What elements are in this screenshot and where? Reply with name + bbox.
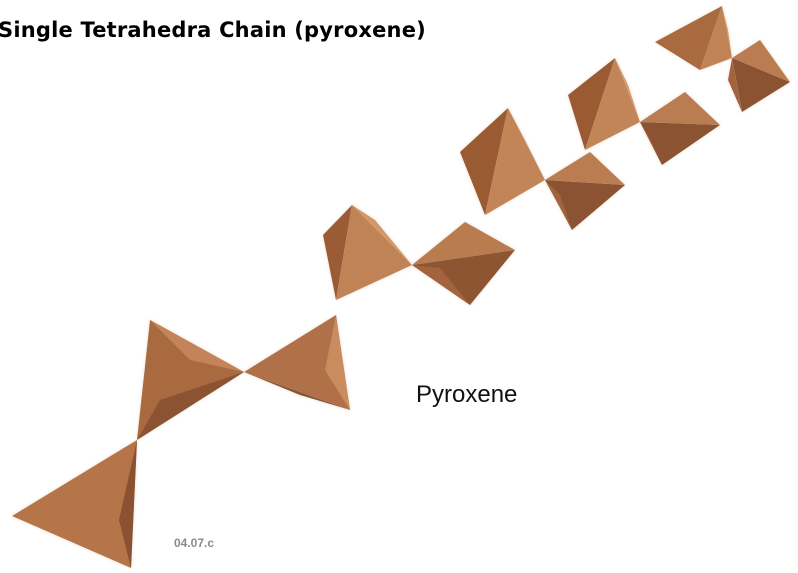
tetrahedron-4	[323, 205, 412, 300]
tetrahedron-11	[728, 40, 790, 112]
tetrahedron-9	[640, 92, 720, 165]
diagram-title: Single Tetrahedra Chain (pyroxene)	[0, 18, 426, 42]
tetrahedron-2	[137, 320, 244, 440]
tetrahedron-6	[460, 108, 545, 215]
tetrahedron-1	[12, 440, 137, 568]
tetrahedron-7	[545, 152, 625, 230]
tetrahedron-8	[568, 58, 640, 150]
figure-code: 04.07.c	[174, 536, 215, 550]
tetrahedron-3	[244, 315, 350, 410]
tetrahedron-5	[412, 222, 515, 305]
pyroxene-label: Pyroxene	[416, 381, 518, 408]
tetrahedron-10	[655, 6, 732, 70]
